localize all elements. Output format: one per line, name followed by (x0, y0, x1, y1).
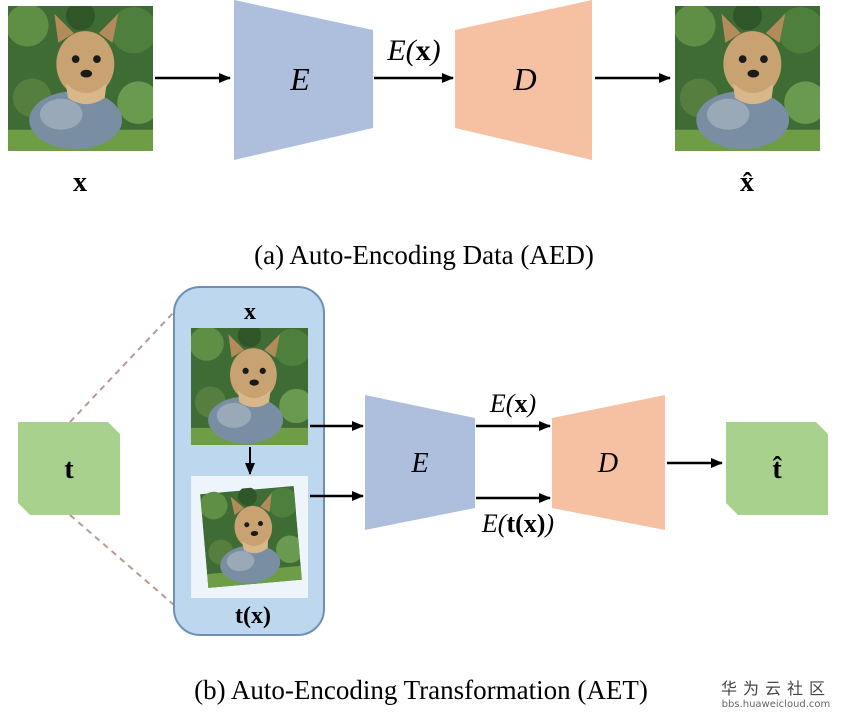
encoder-label-b: E (410, 448, 428, 479)
encoding-a-suffix: ) (429, 34, 441, 67)
dashed-connector-bottom (69, 514, 175, 606)
output-image-x-hat (675, 6, 820, 151)
panel-image-tx (199, 484, 303, 588)
panel-top-label-x: x (244, 299, 256, 325)
encoding-label-bottom: E(t(x)) (481, 509, 554, 538)
output-label-x-hat: x̂ (740, 167, 754, 198)
encoding-label-a: E(x) (386, 34, 440, 67)
decoder-shape-a (455, 0, 592, 160)
encoder-shape-a (234, 0, 373, 160)
panel-image-x (191, 328, 308, 445)
encoding-bottom-suffix: ) (543, 509, 554, 538)
encoder-label-a: E (289, 61, 310, 97)
aed-section: x E E(x) D x̂ (a) Auto-Encoding Data (AE… (8, 0, 820, 270)
decoder-label-b: D (597, 448, 618, 479)
encoding-bottom-var: t(x) (506, 509, 545, 538)
output-box-t-hat (726, 422, 828, 515)
encoding-bottom-prefix: E( (481, 509, 508, 538)
dashed-connector-top (69, 311, 175, 423)
watermark-main: 华为云社区 (720, 679, 831, 698)
transform-box-t (18, 422, 120, 515)
output-label-t-hat: t̂ (772, 454, 782, 485)
caption-a: (a) Auto-Encoding Data (AED) (254, 240, 594, 270)
encoding-a-var: x (416, 34, 431, 67)
input-label-x: x (73, 167, 87, 198)
watermark: 华为云社区 bbs.huaweicloud.com (721, 675, 831, 710)
encoding-label-top: E(x) (489, 389, 536, 418)
transform-label-t: t (64, 454, 74, 485)
encoding-top-suffix: ) (525, 389, 536, 418)
decoder-shape-b (552, 395, 665, 530)
aet-section: t x t(x) E E(x) E(t(x)) D t̂ (b) Auto-E (18, 286, 828, 705)
watermark-sub: bbs.huaweicloud.com (721, 699, 831, 710)
encoder-shape-b (365, 395, 475, 530)
decoder-label-a: D (512, 61, 536, 97)
panel-bottom-label-tx: t(x) (235, 603, 271, 629)
encoding-a-prefix: E( (386, 34, 417, 67)
caption-b: (b) Auto-Encoding Transformation (AET) (194, 675, 648, 705)
encoding-top-prefix: E( (489, 389, 516, 418)
encoding-top-var: x (514, 389, 527, 418)
input-image-x (8, 6, 153, 151)
